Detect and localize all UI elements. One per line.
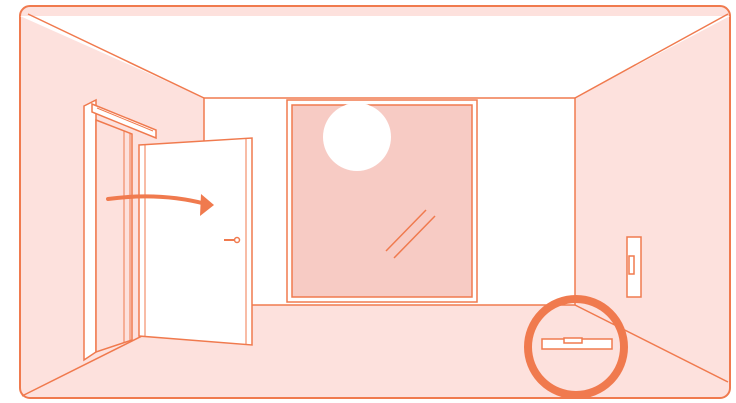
spirit-level-horizontal-icon (542, 338, 612, 349)
door-jamb-outer (84, 100, 96, 360)
door-opening (96, 120, 132, 352)
sun-icon (323, 103, 391, 171)
spirit-level-vertical-icon (627, 237, 641, 297)
